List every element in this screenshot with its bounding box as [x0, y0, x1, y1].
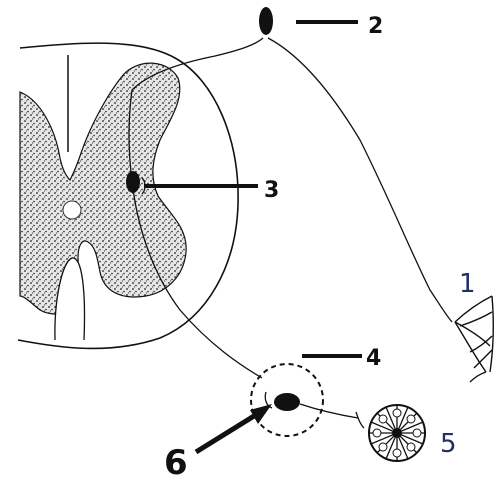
sensory-fiber	[268, 38, 452, 322]
label-2: 2	[368, 14, 383, 39]
motor-ending	[356, 412, 364, 428]
central-canal	[63, 201, 81, 219]
label-6: 6	[164, 443, 188, 482]
interneuron-body	[126, 171, 140, 193]
label-4: 4	[366, 346, 381, 371]
grey-matter	[20, 63, 186, 314]
label-3: 3	[264, 178, 279, 203]
motor-neuron-body	[274, 393, 300, 411]
motor-fiber	[300, 404, 358, 418]
effector-gland	[369, 405, 425, 461]
label-1: 1	[459, 269, 476, 299]
label-5: 5	[440, 429, 457, 459]
arrow-6	[196, 404, 272, 452]
sensory-neuron-body	[259, 7, 273, 35]
receptor-skin	[455, 296, 493, 382]
